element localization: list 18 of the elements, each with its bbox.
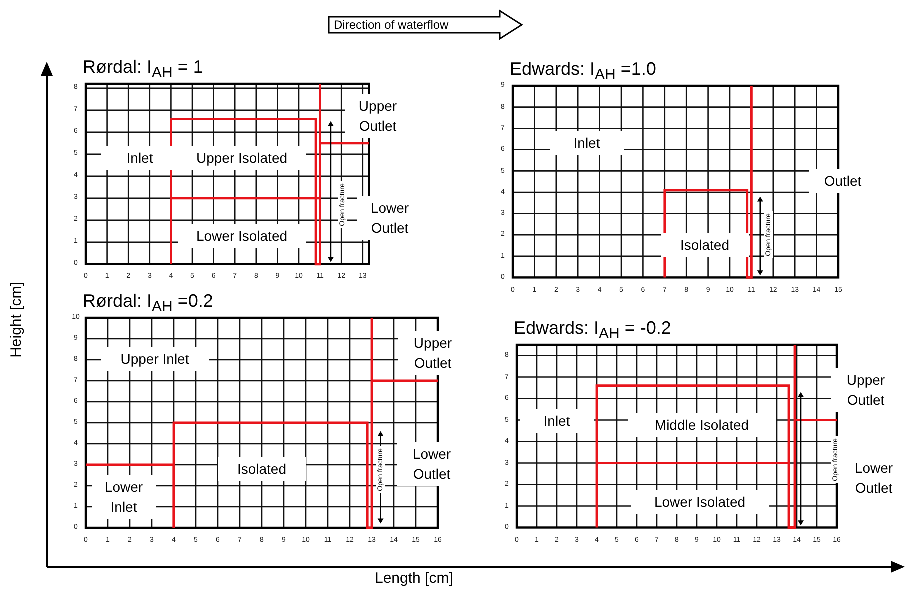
- panel-title: Edwards: I$_{AH}$ = -0.2: [514, 317, 672, 345]
- region-label: Inlet: [520, 409, 594, 433]
- region-label: Lower Isolated: [631, 490, 769, 514]
- direction-label: Direction of waterflow: [334, 18, 449, 32]
- region-label: Lower Isolated: [178, 224, 306, 248]
- region-label: Inlet: [550, 130, 624, 155]
- region-label: Upper Inlet: [101, 347, 209, 371]
- region-label: Isolated: [218, 457, 306, 481]
- region-label: Middle Isolated: [628, 413, 776, 437]
- axis-title: Length [cm]: [375, 570, 454, 587]
- panel-title: Rørdal: I$_{AH}$ = 1: [83, 56, 204, 84]
- region-label: Inlet: [101, 146, 179, 170]
- region-label: Lower Inlet: [92, 475, 156, 519]
- panel-title: Rørdal: I$_{AH}$ =0.2: [83, 290, 214, 318]
- axis-title: Height [cm]: [8, 282, 25, 358]
- region-label: Upper Isolated: [178, 146, 306, 170]
- region-label: Isolated: [661, 232, 749, 257]
- panel-title: Edwards: I$_{AH}$ =1.0: [510, 58, 656, 86]
